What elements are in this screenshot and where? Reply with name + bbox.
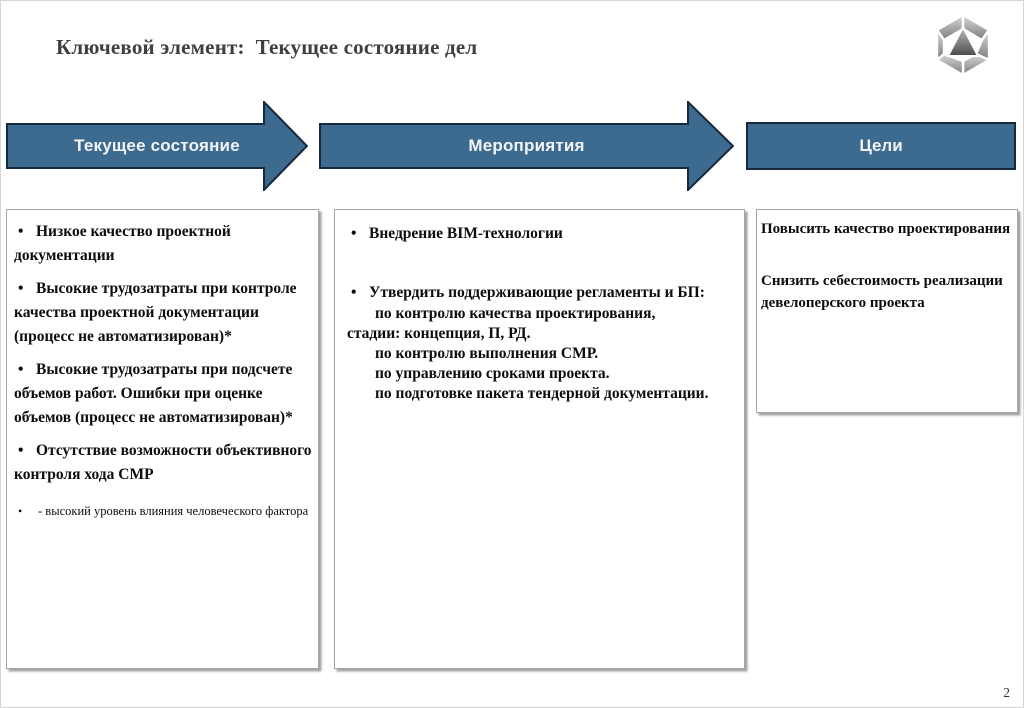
bullet-text: Отсутствие возможности объективного конт… [14,442,312,483]
bullet-item: •Высокие трудозатраты при контроле качес… [14,277,312,349]
sub-item: по контролю выполнения СМР. [375,345,599,362]
page-number: 2 [1003,685,1010,700]
bullet-text: Низкое качество проектной документации [14,223,231,264]
bullet-marker: • [18,442,24,459]
flow-step-label-goals: Цели [859,136,903,155]
flow-step-label-current-state: Текущее состояние [74,136,240,155]
goal-item: Снизить себестоимость реализации девелоп… [761,273,1003,311]
bullet-text: Внедрение BIM-технологии [369,225,563,242]
bullet-marker: • [18,280,24,297]
panel-activities: • Внедрение BIM-технологии • Утвердить под… [334,209,745,669]
bullet-item: • Внедрение BIM-технологии [347,222,734,245]
bullet-item: • Утвердить поддерживающие регламенты и Б… [347,281,734,304]
arrow-right-icon [6,101,308,191]
bullet-marker: • [18,361,24,378]
bullet-marker: • [351,225,357,242]
footnote-text: - высокий уровень влияния человеческого … [38,504,309,518]
bullet-text: Высокие трудозатраты при контроле качест… [14,280,297,345]
bullet-text: Высокие трудозатраты при подсчете объемо… [14,361,293,426]
bullet-text: Утвердить поддерживающие регламенты и БП… [369,284,705,301]
bullet-marker: • [18,223,24,240]
footnote-item: • - высокий уровень влияния человеческого… [14,503,312,519]
flow-arrow-current-state: Текущее состояние [6,101,308,191]
spacer [347,245,734,281]
bullet-item: •Отсутствие возможности объективного кон… [14,439,312,487]
bullet-marker: • [351,284,357,301]
bullet-item: •Низкое качество проектной документации [14,220,312,268]
page-title: Ключевой элемент: Текущее состояние дел [56,35,478,59]
flow-step-goals: Цели [746,122,1016,170]
panel-current-state: •Низкое качество проектной документации … [6,209,319,669]
flow-arrow-activities: Мероприятия [319,101,734,191]
flow-step-label-activities: Мероприятия [468,136,585,155]
bullet-marker: • [18,504,23,518]
sub-item: по подготовке пакета тендерной документа… [375,385,709,402]
sub-item: по управлению сроками проекта. [375,365,610,382]
goal-item: Повысить качество проектирования [761,221,1011,237]
faceted-gem-logo-icon [935,13,991,77]
sub-item: стадии: концепция, П, РД. [347,325,531,342]
bullet-item: •Высокие трудозатраты при подсчете объем… [14,358,312,430]
sub-item: по контролю качества проектирования, [375,305,656,322]
arrow-right-icon [319,101,734,191]
panel-goals: Повысить качество проектирования Снизить… [756,209,1018,413]
